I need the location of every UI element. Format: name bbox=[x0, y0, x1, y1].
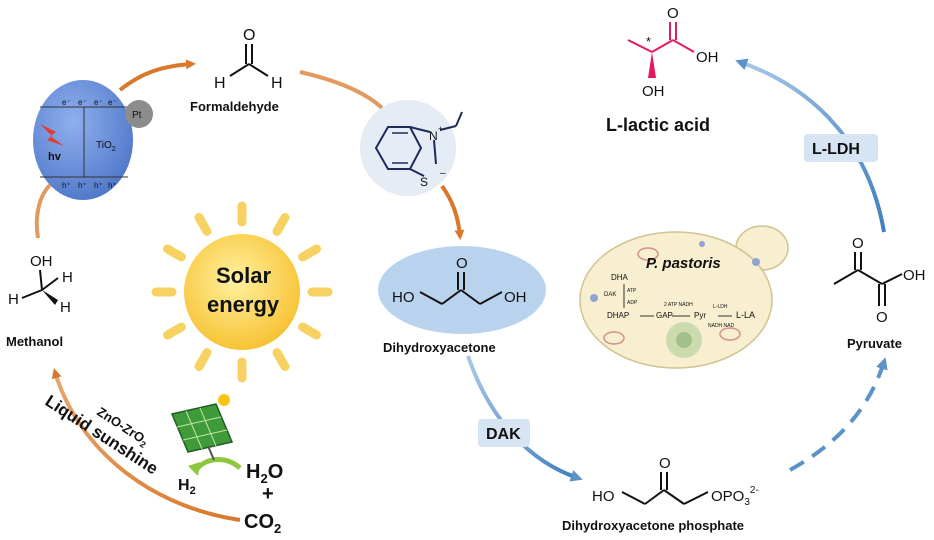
solar-panel-icon bbox=[170, 394, 234, 461]
electron-label: e⁻ bbox=[94, 98, 103, 107]
arrow-co2-to-methanol bbox=[51, 368, 241, 522]
hole-label: h⁺ bbox=[94, 181, 103, 190]
yeast-gap: GAP bbox=[656, 311, 673, 320]
svg-text:H: H bbox=[214, 75, 226, 92]
svg-text:OH: OH bbox=[642, 83, 665, 100]
tio2-label: TiO2 bbox=[96, 140, 116, 153]
svg-text:OH: OH bbox=[504, 289, 527, 306]
svg-text:N: N bbox=[429, 129, 438, 143]
dhap-label: Dihydroxyacetone phosphate bbox=[562, 518, 744, 533]
hv-label: hv bbox=[48, 151, 62, 163]
electron-label: e⁻ bbox=[78, 98, 87, 107]
arrow-h2-to-co2 bbox=[194, 457, 242, 472]
energy-label: energy bbox=[207, 292, 280, 317]
dak-badge bbox=[478, 419, 530, 447]
hole-label: h⁺ bbox=[62, 181, 71, 190]
svg-text:H: H bbox=[8, 291, 19, 308]
yeast-pyr: Pyr bbox=[694, 311, 706, 320]
yeast-name: P. pastoris bbox=[646, 255, 721, 272]
svg-text:H: H bbox=[271, 75, 283, 92]
arrow-dha-to-dhap bbox=[466, 355, 583, 482]
yeast-cell bbox=[579, 225, 789, 369]
arrow-formaldehyde-to-catalyst bbox=[299, 70, 384, 110]
sun-icon bbox=[184, 234, 300, 350]
yeast-l-la: L-LA bbox=[736, 310, 755, 320]
sun-ray bbox=[298, 244, 321, 262]
sun-ray bbox=[163, 322, 186, 340]
yeast-atp: ATP bbox=[627, 288, 637, 294]
plus-label: + bbox=[262, 483, 274, 505]
dak-label: DAK bbox=[486, 426, 521, 443]
lactic-acid-structure: O OH OH * bbox=[627, 5, 719, 100]
svg-text:HO: HO bbox=[392, 289, 415, 306]
dhap-structure: O HO OPO32- bbox=[592, 455, 759, 508]
sun-ray bbox=[194, 213, 212, 236]
arrow-dhap-to-pyruvate bbox=[789, 357, 888, 472]
sun-ray bbox=[272, 213, 290, 236]
methanol-label: Methanol bbox=[6, 334, 63, 349]
formaldehyde-structure: O H H bbox=[214, 27, 283, 92]
svg-text:OH: OH bbox=[30, 253, 53, 270]
lactic-acid-label: L-lactic acid bbox=[606, 115, 710, 135]
sun-rays bbox=[151, 201, 333, 383]
pyruvate-structure: O OH O bbox=[833, 235, 926, 326]
water-label: H2O bbox=[246, 461, 283, 486]
methanol-structure: OH H H H bbox=[8, 253, 73, 316]
svg-text:H: H bbox=[60, 299, 71, 316]
svg-text:*: * bbox=[646, 34, 651, 49]
solar-label: Solar bbox=[216, 263, 271, 288]
lightning-icon bbox=[40, 124, 64, 146]
yeast-nadh-nad: NADH NAD bbox=[708, 323, 735, 329]
svg-text:OH: OH bbox=[903, 267, 926, 284]
pt-cocatalyst bbox=[125, 100, 153, 128]
svg-text:–: – bbox=[440, 168, 446, 179]
svg-text:OPO32-: OPO32- bbox=[711, 485, 759, 508]
dihydroxyacetone-label: Dihydroxyacetone bbox=[383, 340, 496, 355]
svg-text:+: + bbox=[438, 124, 443, 134]
yeast-dha: DHA bbox=[611, 273, 629, 282]
svg-text:O: O bbox=[659, 455, 671, 472]
svg-text:O: O bbox=[667, 5, 679, 22]
svg-text:O: O bbox=[876, 309, 888, 326]
electron-label: e⁻ bbox=[108, 98, 117, 107]
svg-text:S: S bbox=[420, 175, 428, 189]
l-ldh-badge bbox=[804, 134, 878, 162]
yeast-atp-nadh: 2 ATP NADH bbox=[664, 302, 693, 308]
pyruvate-label: Pyruvate bbox=[847, 336, 902, 351]
tio2-photocatalyst: e⁻ e⁻ e⁻ e⁻ h⁺ h⁺ h⁺ h⁺ TiO2 Pt hv bbox=[33, 80, 153, 200]
svg-text:HO: HO bbox=[592, 488, 615, 505]
arrow-pyruvate-to-lactic bbox=[735, 58, 886, 233]
yeast-dak: DAK bbox=[604, 292, 616, 298]
arrow-tio2-to-formaldehyde bbox=[118, 59, 196, 92]
sun-ray bbox=[194, 348, 212, 371]
svg-text:O: O bbox=[456, 255, 468, 272]
sun-ray bbox=[163, 244, 186, 262]
yeast-dhap: DHAP bbox=[607, 311, 629, 320]
sun-ray bbox=[298, 322, 321, 340]
sun-ray bbox=[272, 348, 290, 371]
hole-label: h⁺ bbox=[78, 181, 87, 190]
yeast-l-ldh: L-LDH bbox=[713, 304, 728, 310]
arrow-h2-head bbox=[188, 462, 200, 476]
dihydroxyacetone-structure: O HO OH bbox=[392, 255, 527, 306]
h2-label: H2 bbox=[178, 477, 196, 497]
electron-label: e⁻ bbox=[62, 98, 71, 107]
arrow-methanol-to-tio2 bbox=[34, 183, 52, 239]
svg-text:OH: OH bbox=[696, 49, 719, 66]
yeast-adp: ADP bbox=[627, 300, 638, 306]
pt-label: Pt bbox=[132, 110, 142, 121]
l-ldh-label: L-LDH bbox=[812, 141, 860, 158]
hole-label: h⁺ bbox=[108, 181, 117, 190]
benzothiazolium-catalyst: N + S – bbox=[360, 100, 463, 196]
svg-text:O: O bbox=[243, 27, 255, 44]
co2-label: CO2 bbox=[244, 511, 281, 536]
formaldehyde-label: Formaldehyde bbox=[190, 99, 279, 114]
svg-text:O: O bbox=[852, 235, 864, 252]
arrow-catalyst-to-dha bbox=[440, 184, 465, 240]
svg-text:H: H bbox=[62, 269, 73, 286]
